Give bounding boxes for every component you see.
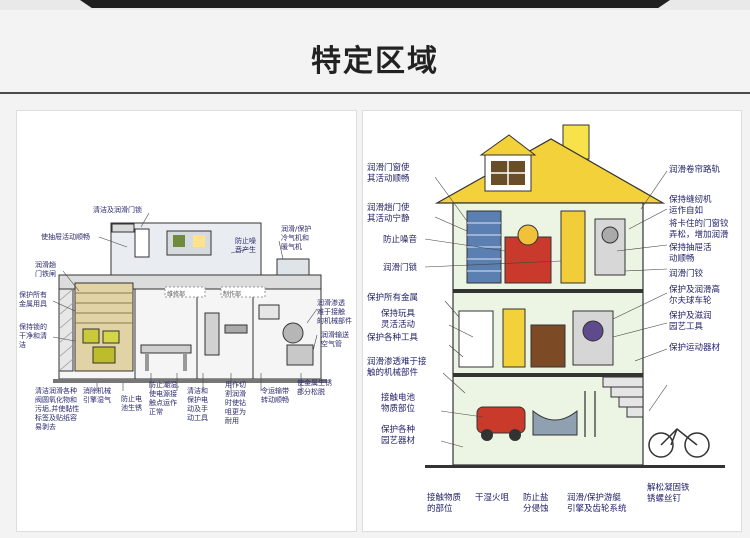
label-power-tools: 清洁和 保护电 动及手 动工具 <box>187 387 208 422</box>
label-sliding-door: 润滑趟门使 其活动宁静 <box>367 203 410 224</box>
label-noise: 防止噪 音产生 <box>235 237 256 254</box>
workshop-illustration <box>52 212 327 391</box>
label-door-lock: 润滑门锁 <box>383 263 418 273</box>
label-noise-prevention: 防止噪音 <box>383 235 418 245</box>
top-bar <box>0 0 750 10</box>
label-sports-equipment: 保护运动器材 <box>669 343 721 353</box>
top-bar-wedge <box>80 0 670 8</box>
label-engine-moisture: 消除机械 引擎湿气 <box>83 387 111 404</box>
label-stuck-hinges: 将卡住的门窗铰 弄松，增加润滑 <box>669 219 729 240</box>
label-rusty-metal: 使金属生锈 部分松脱 <box>297 379 332 396</box>
label-all-metal: 保护所有金属 <box>367 293 419 303</box>
label-drawer: 使抽屉活动顺畅 <box>41 233 90 241</box>
label-hard-parts: 润滑渗透 难于接触 的机械部件 <box>317 299 352 325</box>
label-garden-tools: 保护及滋润 园艺工具 <box>669 311 712 332</box>
label-hinges: 润滑门铰 <box>669 269 704 279</box>
label-battery-rust: 防止电 池生锈 <box>121 395 142 412</box>
label-golf-cart: 保护及润滑高 尔夫球车轮 <box>669 285 721 306</box>
label-shutter-rail: 润滑卷帘路轨 <box>669 165 721 175</box>
room-label-maintenance: 维修部 <box>167 291 186 298</box>
label-door-lock: 清洁及润滑门锁 <box>93 206 142 214</box>
label-metal-tools: 保护所有 金属用具 <box>19 291 47 308</box>
label-yacht-engine: 润滑/保护游艇 引擎及齿轮系统 <box>567 493 627 514</box>
label-toys: 保持玩具 灵活活动 <box>381 309 416 330</box>
title-divider <box>0 92 750 94</box>
label-tools: 保护各种工具 <box>367 333 419 343</box>
label-contact-parts: 接触物质 的部位 <box>427 493 462 514</box>
label-clean-valves: 清洁润滑各种 阀圆氧化物和 污垢,并使黏性 标签及贴纸容 易剥去 <box>35 387 80 431</box>
page-title: 特定区域 <box>311 44 439 79</box>
workshop-diagram-panel: 维修部 制作部 清洁及润滑门锁 使抽屉活动顺畅 润滑/保护 冷气机和 暖气机 防… <box>16 110 357 532</box>
label-air-pipe: 润滑输送 空气管 <box>321 331 349 348</box>
label-rusted-screws: 解松凝固铁 锈螺丝钉 <box>647 483 690 504</box>
label-windows: 润滑门窗使 其活动顺畅 <box>367 163 410 184</box>
label-conveyor: 令运输带 转动顺畅 <box>261 387 289 404</box>
label-aircon: 润滑/保护 冷气机和 暖气机 <box>281 225 312 251</box>
house-illustration <box>424 124 725 468</box>
house-diagram-panel: 润滑门窗使 其活动顺畅 润滑趟门使 其活动宁静 防止噪音 润滑门锁 保护所有金属… <box>362 110 742 532</box>
label-salt-corrosion: 防止盐 分侵蚀 <box>523 493 549 514</box>
label-garden-equipment: 保护各种 园艺器材 <box>381 425 416 446</box>
label-drawers: 保持抽屉活 动顺畅 <box>669 243 712 264</box>
label-spark-plug: 干湿火咀 <box>475 493 510 503</box>
label-sliding-gate: 润滑趟 门铁闸 <box>35 261 56 278</box>
label-hard-parts: 润滑渗透难于接 触的机械部件 <box>367 357 427 378</box>
label-battery-contacts: 接触电池 物质部位 <box>381 393 416 414</box>
label-contacts: 防止潮湿, 使电源接 触点运作 正常 <box>149 381 180 416</box>
label-lock-clean: 保持锁的 干净和清 洁 <box>19 323 47 349</box>
room-label-production: 制作部 <box>223 291 242 298</box>
label-cutting: 用作切 割润滑 时使钻 咀更为 耐用 <box>225 381 246 425</box>
label-sewing-machine: 保持缝纫机 运作自如 <box>669 195 712 216</box>
